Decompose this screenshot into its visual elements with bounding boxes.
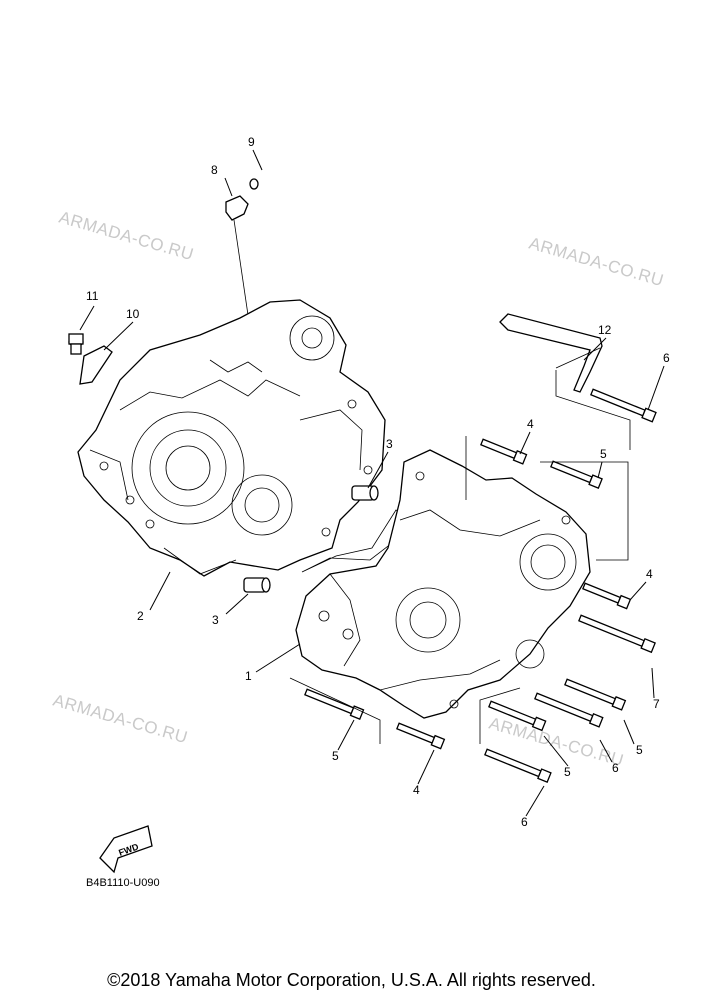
callout-5-upper: 5 xyxy=(600,447,607,461)
bolt-11 xyxy=(68,333,84,355)
callout-3-upper: 3 xyxy=(386,437,393,451)
breather-hose xyxy=(249,169,406,420)
dowel-pin-upper xyxy=(351,485,379,501)
bolt-6-middle xyxy=(534,692,604,728)
diagram-code: B4B1110-U090 xyxy=(86,877,160,889)
bolt-7 xyxy=(578,614,656,654)
bolt-6-bottom xyxy=(484,748,552,783)
callout-6-bottom: 6 xyxy=(521,815,528,829)
bolt-5-middle xyxy=(488,700,547,732)
callout-4-bottom: 4 xyxy=(413,783,420,797)
callout-6-middle: 6 xyxy=(612,761,619,775)
bolt-5-right xyxy=(564,678,627,711)
bracket-12 xyxy=(499,313,603,393)
callout-8: 8 xyxy=(211,163,218,177)
callout-10: 10 xyxy=(126,307,140,321)
callout-1: 1 xyxy=(245,669,252,683)
callout-5-middle: 5 xyxy=(564,765,571,779)
bolt-4-bottom xyxy=(396,722,446,750)
left-crankcase xyxy=(77,299,386,577)
callout-12: 12 xyxy=(598,323,612,337)
callout-9: 9 xyxy=(248,135,255,149)
callout-6-top: 6 xyxy=(663,351,670,365)
dowel-pin-lower xyxy=(243,577,271,593)
right-crankcase xyxy=(295,449,591,719)
callout-4-upper: 4 xyxy=(527,417,534,431)
callout-2: 2 xyxy=(137,609,144,623)
bolt-5-upper xyxy=(550,460,603,489)
watermark: ARMADA-CO.RU xyxy=(527,234,666,291)
callout-4-right: 4 xyxy=(646,567,653,581)
leader-lines xyxy=(79,149,665,817)
bolts xyxy=(304,388,657,783)
watermark: ARMADA-CO.RU xyxy=(51,691,190,748)
callout-5-right: 5 xyxy=(636,743,643,757)
callout-11: 11 xyxy=(86,289,99,303)
callouts: 9 8 11 10 12 6 4 3 5 4 2 3 1 7 5 6 5 5 4… xyxy=(86,135,670,829)
callout-5-left: 5 xyxy=(332,749,339,763)
bolt-6-top xyxy=(590,388,657,423)
copyright-notice: ©2018 Yamaha Motor Corporation, U.S.A. A… xyxy=(107,970,596,990)
bolt-4-right xyxy=(582,582,632,610)
callout-7: 7 xyxy=(653,697,660,711)
watermark: ARMADA-CO.RU xyxy=(57,208,196,265)
clip-10 xyxy=(79,345,113,385)
fwd-arrow: FWD xyxy=(99,825,153,874)
bolt-4-upper xyxy=(480,438,528,465)
callout-3-lower: 3 xyxy=(212,613,219,627)
bolt-5-left xyxy=(304,688,365,720)
